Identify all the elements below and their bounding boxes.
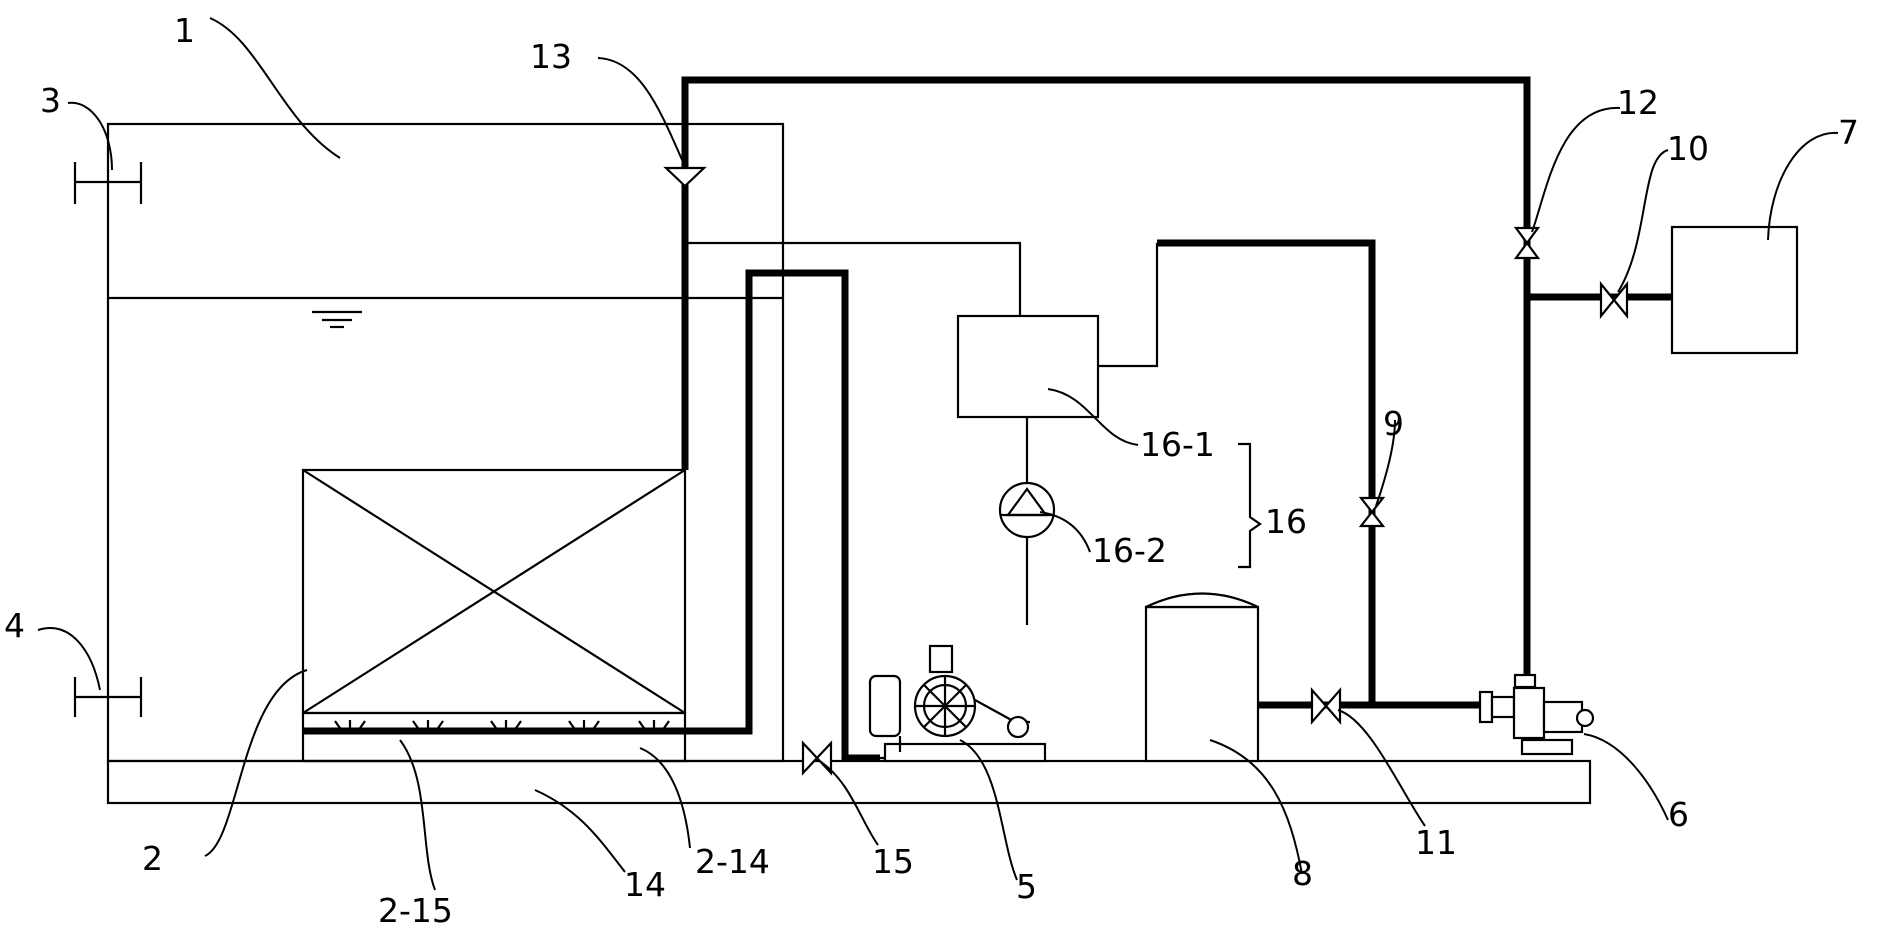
leader-8	[1209, 739, 1303, 875]
pump-6	[1478, 673, 1595, 756]
leader-11	[1337, 709, 1426, 827]
label-15: 15	[872, 842, 914, 881]
leader-9	[1375, 419, 1396, 507]
leader-15	[817, 759, 879, 846]
label-9: 9	[1383, 404, 1404, 443]
leader-3	[67, 101, 113, 171]
valve-15	[801, 740, 833, 776]
label-10: 10	[1667, 129, 1709, 168]
label-11: 11	[1415, 823, 1457, 862]
label-6: 6	[1668, 795, 1689, 834]
valve-12	[1513, 226, 1541, 260]
leader-2	[204, 669, 308, 857]
brace-16	[1238, 442, 1262, 569]
leader-14	[534, 789, 626, 873]
base-platform	[106, 759, 1592, 805]
leader-2-14	[639, 747, 691, 849]
label-16: 16	[1265, 502, 1307, 541]
label-12: 12	[1617, 83, 1659, 122]
module-cross-2	[302, 469, 686, 714]
label-7: 7	[1838, 113, 1859, 152]
leader-12	[1531, 106, 1621, 233]
label-4: 4	[4, 606, 25, 645]
label-13: 13	[530, 37, 572, 76]
leader-7	[1767, 131, 1839, 241]
blower-5	[868, 644, 1047, 763]
label-2-14: 2-14	[695, 842, 770, 881]
leader-1	[209, 17, 341, 159]
valve-9	[1358, 496, 1386, 528]
diffusers	[334, 720, 670, 732]
controller-to-tank-pipe-thin	[1098, 243, 1159, 368]
leader-13	[597, 57, 684, 163]
aeration-riser	[745, 269, 880, 762]
label-16-1: 16-1	[1140, 425, 1215, 464]
leader-10	[1617, 149, 1669, 293]
label-16-2: 16-2	[1092, 531, 1167, 570]
leader-5	[959, 739, 1018, 881]
controller-to-tank-pipe	[1157, 239, 1376, 705]
leader-6	[1583, 733, 1669, 821]
branch-to-controller	[685, 241, 1022, 316]
fitting-4	[73, 677, 143, 717]
label-5: 5	[1016, 867, 1037, 906]
label-2: 2	[142, 839, 163, 878]
leader-16-2	[1039, 511, 1091, 553]
leader-16-1	[1047, 388, 1139, 446]
label-8: 8	[1292, 854, 1313, 893]
label-2-15: 2-15	[378, 891, 453, 930]
valve-11	[1310, 687, 1342, 725]
check-valve-13	[663, 166, 707, 188]
label-3: 3	[40, 81, 61, 120]
label-14: 14	[624, 865, 666, 904]
tank-8	[1144, 592, 1260, 763]
leader-2-15	[399, 739, 436, 891]
aeration-frame	[301, 711, 687, 763]
permeate-pipe	[681, 76, 1531, 680]
pump-16-2	[998, 481, 1056, 539]
tank-7	[1670, 225, 1799, 355]
valve-10	[1599, 280, 1629, 320]
label-1: 1	[174, 11, 195, 50]
leader-4	[37, 627, 101, 691]
water-level-symbol	[312, 310, 362, 329]
fitting-3	[73, 162, 143, 204]
